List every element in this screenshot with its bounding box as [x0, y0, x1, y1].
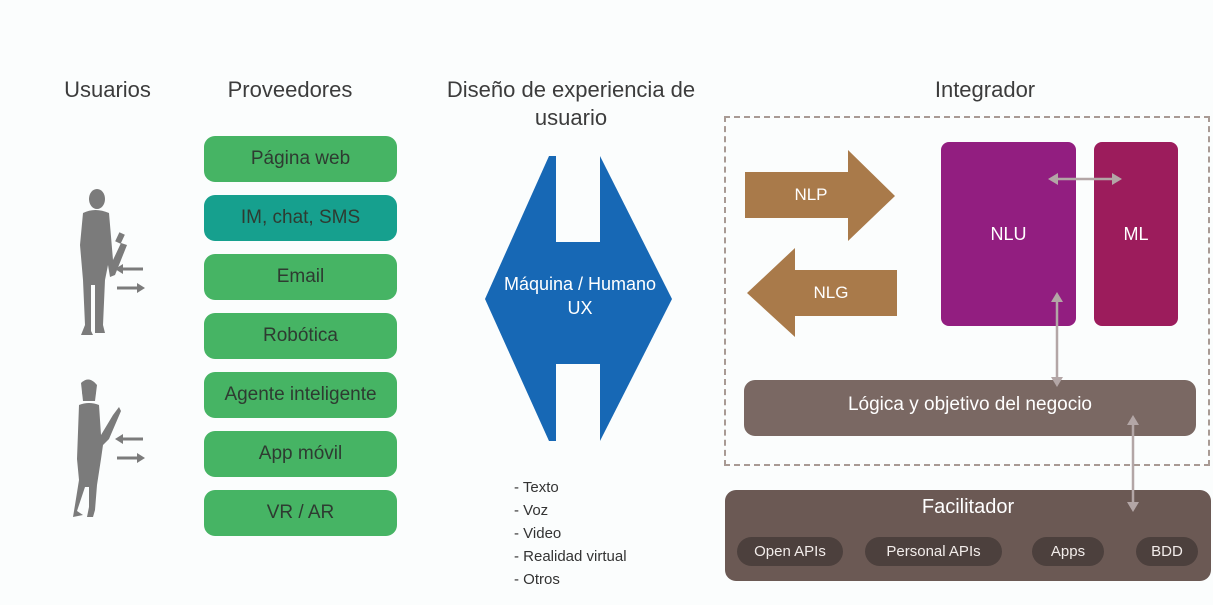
exchange-arrows-icon [115, 264, 145, 293]
integrator-header: Integrador [934, 77, 1036, 102]
nlu-ml-connector-arrow [1048, 173, 1122, 185]
woman-with-phone-icon [73, 379, 121, 517]
nlu-label: NLU [990, 224, 1027, 244]
modality-item: - Realidad virtual [514, 548, 627, 565]
nlg-arrow-shape [747, 248, 897, 337]
provider-robotica: Robótica [204, 313, 397, 359]
facilitator-item-bdd: BDD [1136, 537, 1198, 566]
nlu-logic-connector-arrow [1051, 292, 1063, 387]
modality-item: - Video [514, 525, 562, 542]
provider-im-chat-sms: IM, chat, SMS [204, 195, 397, 241]
nlp-arrow-shape [745, 150, 895, 241]
ml-label: ML [1123, 224, 1149, 244]
facilitator-item-apps: Apps [1032, 537, 1104, 566]
ux-center-label: Máquina / Humano UX [503, 274, 657, 318]
exchange-arrows-icon [115, 434, 145, 463]
facilitator-title: Facilitador [921, 496, 1015, 518]
logic-facilitator-connector-arrow [1127, 415, 1139, 512]
provider-agente-inteligente: Agente inteligente [204, 372, 397, 418]
ml-box [1094, 142, 1178, 326]
facilitator-item-open-apis: Open APIs [737, 537, 843, 566]
ux-design-header: Diseño de experiencia de usuario [446, 77, 696, 130]
business-logic-box [744, 380, 1196, 436]
providers-header: Proveedores [227, 77, 353, 102]
modalities-list: - Texto - Voz - Video - Realidad virtual… [514, 476, 627, 591]
provider-app-movil: App móvil [204, 431, 397, 477]
provider-vr-ar: VR / AR [204, 490, 397, 536]
modality-item: - Otros [514, 571, 560, 588]
modality-item: - Texto [514, 479, 559, 496]
provider-email: Email [204, 254, 397, 300]
nlp-label: NLP [794, 185, 828, 204]
nlg-label: NLG [813, 283, 849, 302]
ux-double-arrow-shape [485, 156, 672, 441]
business-logic-label: Lógica y objetivo del negocio [847, 394, 1092, 415]
modality-item: - Voz [514, 502, 549, 519]
users-header: Usuarios [64, 77, 151, 102]
nlu-box [941, 142, 1076, 326]
users-illustration [73, 189, 145, 517]
man-with-phone-icon [80, 189, 127, 335]
integrator-container [724, 116, 1210, 466]
facilitator-item-personal-apis: Personal APIs [865, 537, 1002, 566]
provider-pagina-web: Página web [204, 136, 397, 182]
